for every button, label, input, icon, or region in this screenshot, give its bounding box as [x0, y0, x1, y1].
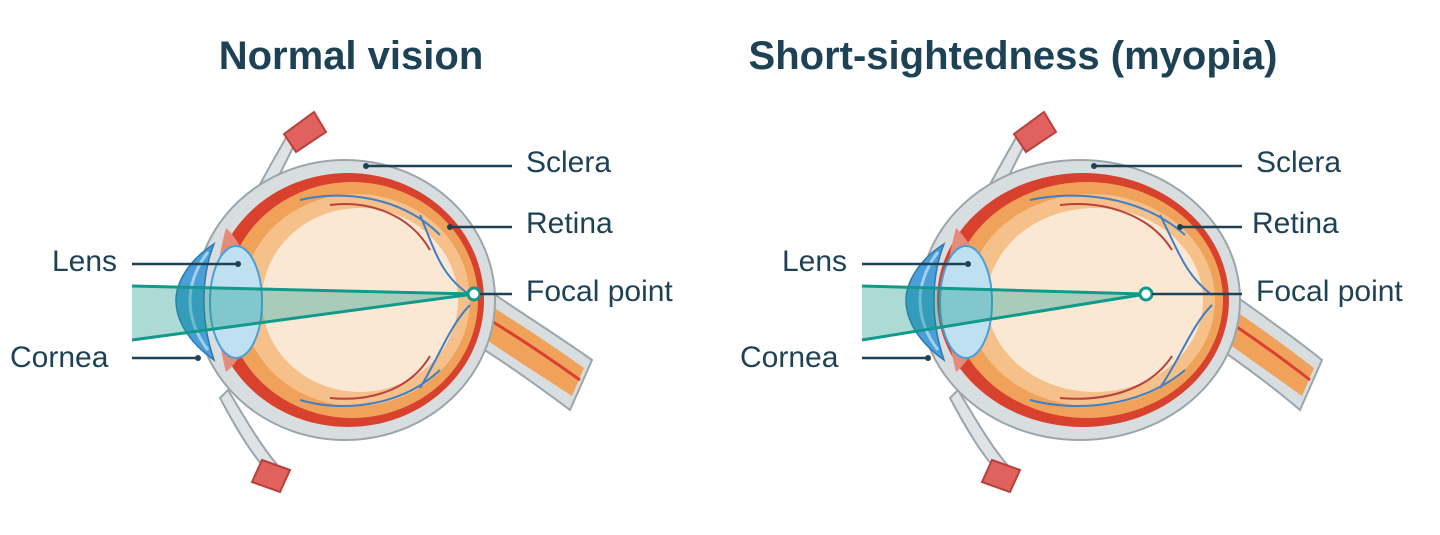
- label-focal-point: Focal point: [526, 275, 673, 308]
- blood-vessel: [299, 194, 471, 296]
- light-ray-bottom: [131, 292, 475, 342]
- vitreous-body: [262, 208, 458, 392]
- light-ray-bottom: [861, 292, 1147, 342]
- panel-title: Short-sightedness (myopia): [748, 34, 1278, 78]
- eye-cross-section-icon: [131, 110, 594, 494]
- vitreous-body: [987, 208, 1203, 392]
- eye-diagram: [175, 110, 594, 494]
- lower-muscle-end: [980, 458, 1022, 494]
- leader-lines: [132, 164, 512, 360]
- light-ray-top: [131, 284, 475, 296]
- panel-myopia: Short-sightedness (myopia): [730, 0, 1440, 535]
- blood-vessel: [1029, 194, 1213, 296]
- light-ray-top: [861, 284, 1147, 296]
- label-lens: Lens: [52, 245, 118, 278]
- lens: [939, 245, 993, 359]
- eye-diagram: [905, 110, 1324, 494]
- eye-cross-section-icon: [861, 110, 1324, 494]
- light-beam: [862, 286, 1146, 340]
- focal-point-marker: [1138, 286, 1154, 302]
- upper-muscle-end: [282, 110, 328, 154]
- upper-muscle-end: [1012, 110, 1058, 154]
- lower-muscle-end: [250, 458, 292, 494]
- label-sclera: Sclera: [1256, 146, 1342, 179]
- panel-normal-vision: Normal vision: [10, 34, 673, 494]
- label-lens: Lens: [782, 245, 848, 278]
- lens: [209, 245, 263, 359]
- label-focal-point: Focal point: [1256, 275, 1403, 308]
- focal-point-marker: [466, 286, 482, 302]
- label-cornea: Cornea: [740, 341, 839, 374]
- label-retina: Retina: [526, 207, 613, 240]
- light-beam: [132, 286, 474, 340]
- leader-lines: [862, 164, 1242, 360]
- label-cornea: Cornea: [10, 341, 109, 374]
- label-sclera: Sclera: [526, 146, 612, 179]
- panel-title: Normal vision: [218, 34, 484, 78]
- label-retina: Retina: [1252, 207, 1339, 240]
